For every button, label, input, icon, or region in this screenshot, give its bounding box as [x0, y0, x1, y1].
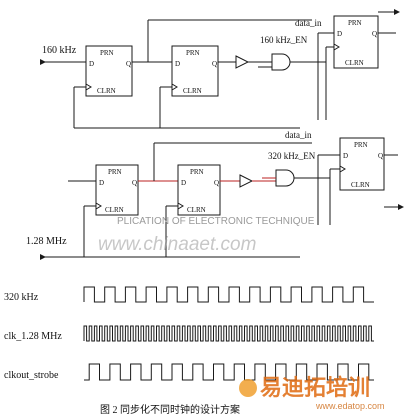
timing-signal-clk: clk_1.28 MHz [4, 325, 374, 342]
timing-label-strobe: clkout_strobe [4, 370, 59, 381]
bottom-ff-out: PRN D Q CLRN [339, 137, 385, 191]
svg-text:CLRN: CLRN [187, 206, 206, 214]
svg-text:CLRN: CLRN [105, 206, 124, 214]
waveform-clk [83, 325, 374, 342]
svg-text:Q: Q [372, 30, 377, 38]
svg-text:Q: Q [212, 60, 217, 68]
timing-signal-320khz: 320 kHz [4, 286, 374, 303]
top-enable-label: 160 kHz_EN [260, 35, 308, 45]
input-label-160khz: 160 kHz [42, 45, 77, 56]
edatop-logo: 易迪拓培训 www.edatop.com [239, 375, 385, 411]
timing-diagram: 320 kHz clk_1.28 MHz clkout_strobe [4, 286, 374, 381]
top-ff2: PRN D Q CLRN [171, 45, 219, 97]
bottom-ff2: PRN D Q CLRN [177, 164, 221, 216]
svg-text:D: D [89, 60, 94, 68]
top-ff1: PRN D Q CLRN [85, 45, 133, 97]
svg-text:PRN: PRN [348, 19, 362, 27]
input-label-128mhz: 1.28 MHz [26, 236, 67, 247]
bottom-ff1: PRN D Q CLRN [95, 164, 139, 216]
watermark-band: PLICATION OF ELECTRONIC TECHNIQUE [117, 216, 315, 227]
bottom-enable-label: 320 kHz_EN [268, 151, 316, 161]
svg-text:CLRN: CLRN [351, 181, 370, 189]
figure-caption: 图 2 同步化不同时钟的设计方案 [100, 403, 240, 416]
svg-text:D: D [181, 179, 186, 187]
svg-text:D: D [99, 179, 104, 187]
waveform-strobe [84, 363, 374, 381]
svg-text:D: D [343, 152, 348, 160]
top-circuit: 160 kHz PRN D Q CLRN PRN D Q CLRN [40, 9, 400, 129]
svg-text:PRN: PRN [186, 49, 200, 57]
timing-label-clk: clk_1.28 MHz [4, 331, 62, 342]
svg-text:Q: Q [132, 179, 137, 187]
svg-text:PRN: PRN [100, 49, 114, 57]
svg-text:PRN: PRN [354, 141, 368, 149]
svg-text:www.edatop.com: www.edatop.com [315, 401, 385, 411]
svg-text:PRN: PRN [108, 168, 122, 176]
top-ff-out: PRN D Q CLRN [333, 15, 379, 69]
svg-text:Q: Q [378, 152, 383, 160]
svg-text:CLRN: CLRN [97, 87, 116, 95]
svg-text:CLRN: CLRN [183, 87, 202, 95]
svg-text:D: D [337, 30, 342, 38]
bottom-circuit: PRN D Q CLRN PRN D Q CLRN PRN [26, 130, 404, 260]
svg-text:D: D [175, 60, 180, 68]
top-data-in-label: data_in [295, 18, 322, 28]
watermark-url: www.chinaaet.com [98, 234, 256, 255]
svg-text:易迪拓培训: 易迪拓培训 [260, 375, 370, 401]
waveform-320khz [83, 286, 374, 303]
bottom-data-in-label: data_in [285, 130, 312, 140]
svg-text:CLRN: CLRN [345, 59, 364, 67]
svg-text:PRN: PRN [190, 168, 204, 176]
timing-label-320khz: 320 kHz [4, 292, 39, 303]
timing-signal-strobe: clkout_strobe [4, 363, 374, 381]
svg-text:Q: Q [214, 179, 219, 187]
svg-text:Q: Q [126, 60, 131, 68]
